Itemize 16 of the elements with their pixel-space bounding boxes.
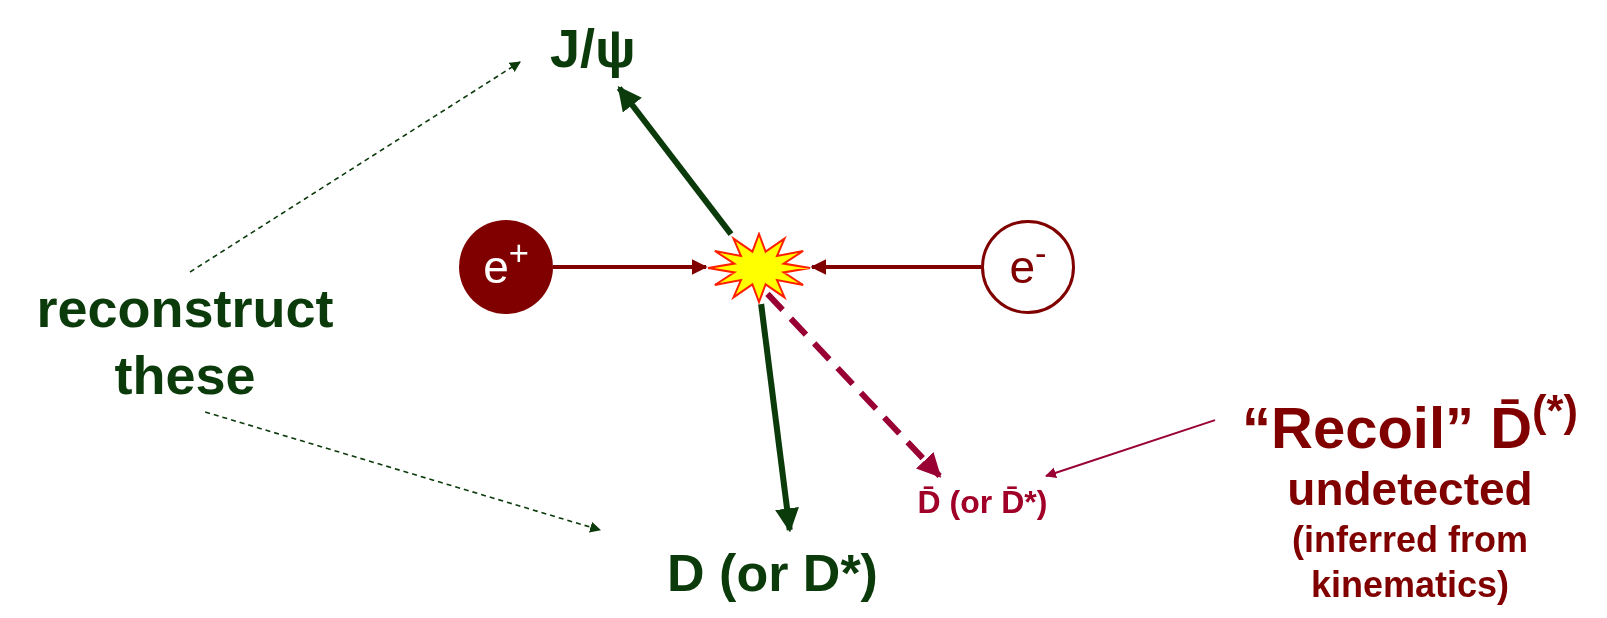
particle-label: D̄ (or D̄*) xyxy=(885,476,1080,528)
note-text: reconstruct these xyxy=(5,272,365,412)
dashed-arrow xyxy=(765,291,942,479)
particle-label: D (or D*) xyxy=(600,530,945,615)
dashed-arrow xyxy=(189,61,521,273)
caption-text: undetected xyxy=(1287,461,1533,517)
dashed-arrow xyxy=(204,411,602,533)
title-text: “Recoil” D̄$^{(*)}$ xyxy=(1242,395,1578,462)
arrow xyxy=(1045,419,1216,479)
caption-text: (inferred from kinematics) xyxy=(1291,517,1529,607)
arrow xyxy=(758,303,799,533)
arrow xyxy=(810,259,981,275)
particle-label: J/ψ xyxy=(520,8,680,88)
arrow xyxy=(553,259,708,275)
collision-burst xyxy=(706,232,812,304)
arrow xyxy=(616,86,734,236)
